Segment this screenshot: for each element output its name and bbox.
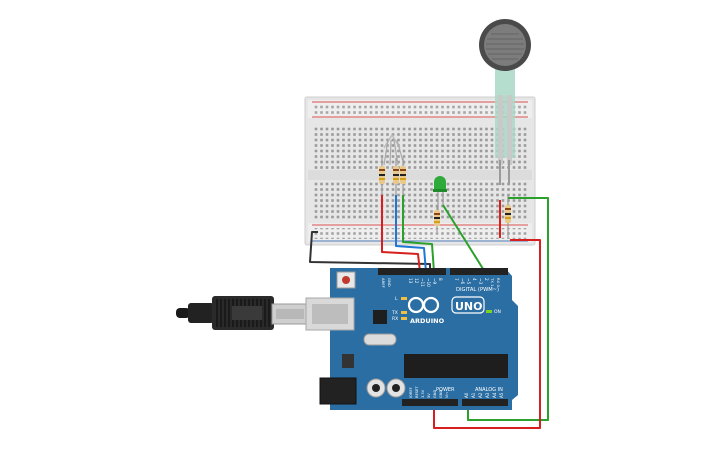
led-rx — [401, 317, 407, 320]
resistor-red-channel[interactable] — [379, 158, 385, 195]
digital-header-label: DIGITAL (PWM~) — [456, 287, 499, 293]
wire-red-channel[interactable] — [381, 195, 421, 273]
force-sensitive-resistor[interactable] — [479, 19, 531, 185]
analog-pin: A5 — [499, 392, 504, 398]
power-pin: 3.3V — [421, 389, 425, 398]
breadboard — [304, 96, 536, 246]
arduino-logo — [407, 296, 440, 314]
digital-pin: 8 — [438, 278, 443, 281]
pin-label-gnd: GND — [387, 278, 392, 287]
power-pin: 5V — [427, 393, 431, 398]
analog-pin-labels: A0 A1 A2 A3 A4 A5 — [464, 392, 504, 398]
led-on — [486, 310, 492, 313]
power-header-label: POWER — [436, 387, 455, 393]
pin-label-aref: AREF — [381, 278, 386, 288]
power-header — [402, 399, 458, 406]
wire-analog-a0[interactable] — [467, 197, 549, 421]
uno-badge — [451, 296, 485, 314]
resistor-led[interactable] — [434, 205, 440, 232]
digital-header-left — [378, 268, 446, 275]
atmega-chip — [404, 354, 508, 378]
digital-pin: 7 — [454, 278, 459, 281]
regulator — [342, 354, 354, 368]
rgb-led[interactable] — [383, 133, 405, 166]
analog-pin: A0 — [464, 392, 469, 398]
analog-pin: A3 — [485, 392, 490, 398]
wire-green-channel[interactable] — [402, 195, 435, 273]
digital-pin-labels: AREF GND 13 12 ~11 ~10 ~9 8 7 ~6 ~5 4 ~3… — [381, 277, 501, 288]
power-pin: GND — [439, 390, 443, 398]
power-pin: RESET — [415, 386, 419, 398]
digital-pin: 2 — [484, 278, 489, 281]
analog-header-label: ANALOG IN — [475, 387, 503, 393]
power-pin: GND — [433, 390, 437, 398]
digital-pin: ~11 — [420, 278, 425, 287]
power-jack — [319, 377, 357, 405]
resistor-blue-channel[interactable] — [393, 158, 399, 195]
power-pin: IOREF — [409, 387, 413, 398]
brand-label: ARDUINO — [410, 317, 445, 325]
digital-pin: RX 0 — [496, 278, 501, 287]
crystal — [363, 333, 397, 346]
digital-pin: ~10 — [426, 278, 431, 287]
wire-led-signal[interactable] — [442, 204, 486, 273]
resistor-fsr-pulldown[interactable] — [505, 195, 511, 238]
wires — [309, 195, 549, 429]
rx-label: RX — [392, 316, 398, 322]
digital-header-right — [450, 268, 508, 275]
analog-header — [462, 399, 508, 406]
green-led[interactable] — [433, 176, 447, 210]
digital-pin: ~3 — [478, 278, 483, 285]
wire-5v[interactable] — [433, 239, 541, 429]
usb-cable[interactable] — [176, 296, 309, 330]
digital-pin: ~5 — [466, 278, 471, 285]
usb-chip — [373, 310, 387, 324]
digital-pin: TX 1 — [490, 277, 495, 287]
digital-pin: 4 — [472, 278, 477, 281]
digital-pin: 12 — [414, 278, 419, 284]
analog-pin: A1 — [471, 392, 476, 398]
digital-pin: ~6 — [460, 278, 465, 285]
arduino-uno-board[interactable] — [305, 268, 518, 410]
center-channel — [308, 170, 532, 180]
led-tx — [401, 311, 407, 314]
digital-pin: 13 — [408, 278, 413, 284]
led-l — [401, 297, 407, 300]
on-label: ON — [494, 309, 501, 315]
l-label: L — [395, 296, 398, 302]
terminal-strip-bottom — [314, 181, 528, 219]
model-label: UNO — [455, 300, 483, 313]
wire-gnd[interactable] — [309, 231, 431, 272]
power-pin-labels: IOREF RESET 3.3V 5V GND GND Vin — [409, 386, 449, 398]
resistor-green-channel[interactable] — [400, 158, 406, 195]
analog-pin: A4 — [492, 392, 497, 398]
wire-blue-channel[interactable] — [395, 195, 427, 273]
tx-label: TX — [391, 310, 398, 316]
terminal-strip-top — [314, 126, 528, 170]
power-pin: Vin — [445, 392, 449, 398]
analog-pin: A2 — [478, 392, 483, 398]
digital-pin: ~9 — [432, 278, 437, 285]
